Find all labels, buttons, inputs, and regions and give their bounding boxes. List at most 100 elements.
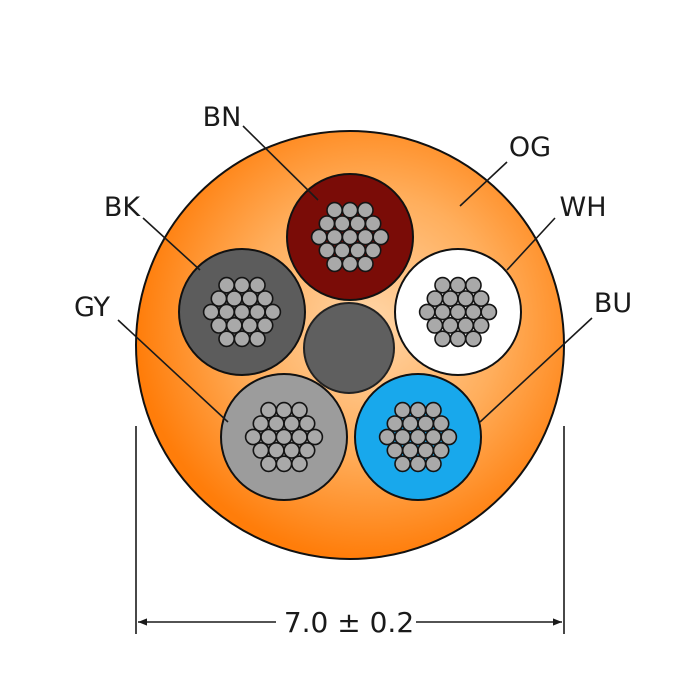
conductor-strand (252, 441, 270, 459)
conductor-strand (409, 455, 427, 473)
leader-line-bn (242, 125, 319, 201)
conductor-strand (394, 428, 411, 446)
leader-line-bk (142, 217, 201, 271)
conductor-strand (290, 455, 308, 473)
conductor-strand (364, 215, 382, 232)
conductor-strand (248, 330, 266, 348)
conductor-strand (441, 316, 459, 334)
conductor-strand (283, 415, 301, 432)
conductor-strand (417, 441, 435, 459)
conductor-strand (356, 255, 374, 273)
conductor-strand (441, 290, 459, 307)
conductor-strand (440, 428, 458, 446)
conductor-strand (449, 303, 467, 321)
label-bn: BN (203, 102, 242, 133)
conductor-strand (333, 215, 351, 232)
conductor-strand (260, 428, 277, 446)
conductor-strand (260, 455, 277, 473)
conductor-strand (449, 276, 467, 294)
conductor-strand (356, 228, 374, 246)
conductor-strand (290, 428, 308, 446)
conductor-strand (401, 441, 419, 459)
conductor-strand (326, 255, 343, 273)
conductor-strand (401, 415, 419, 432)
conductor-strand (298, 441, 316, 459)
conductor-strand (233, 330, 251, 348)
conductor-strand (310, 228, 328, 246)
label-og: OG (509, 132, 551, 163)
conductor-strand (225, 290, 243, 307)
conductor-strand (210, 316, 228, 334)
conductor-strand (457, 290, 475, 307)
conductor-strand (306, 428, 324, 446)
conductor-strand (356, 201, 374, 219)
conductor-strand (290, 401, 308, 419)
conductor-strand (267, 441, 285, 459)
conductor-strand (326, 228, 343, 246)
conductor-strand (364, 241, 382, 259)
conductor-strand (248, 276, 266, 294)
conductor-strand (349, 241, 367, 259)
conductor-strand (426, 316, 444, 334)
leader-line-og (459, 161, 508, 207)
conductor-strand (210, 290, 228, 307)
leader-line-bu (479, 317, 593, 423)
core-black (178, 248, 306, 376)
conductor-strand (424, 428, 442, 446)
conductor-strand (267, 415, 285, 432)
conductor-strand (409, 428, 427, 446)
conductor-strand (386, 441, 404, 459)
conductor-strand (275, 455, 293, 473)
conductor-strand (318, 215, 336, 232)
conductor-strand (449, 330, 467, 348)
conductor-strand (409, 401, 427, 419)
leader-line-gy (117, 319, 229, 423)
conductor-strand (472, 316, 490, 334)
conductor-strand (275, 428, 293, 446)
conductor-strand (418, 303, 436, 321)
conductor-strand (341, 228, 359, 246)
conductor-strand (386, 415, 404, 432)
conductor-strand (394, 455, 411, 473)
conductor-strand (341, 201, 359, 219)
conductor-strand (434, 330, 451, 348)
conductor-strand (372, 228, 390, 246)
label-gy: GY (74, 292, 111, 323)
conductor-strand (248, 303, 266, 321)
conductor-strand (256, 290, 274, 307)
conductor-strand (394, 401, 411, 419)
conductor-strand (464, 330, 482, 348)
core-white (394, 248, 522, 376)
conductor-strand (432, 415, 450, 432)
label-bk: BK (104, 192, 142, 223)
conductor-strand (424, 401, 442, 419)
core-brown (286, 173, 414, 301)
conductor-strand (480, 303, 498, 321)
conductor-strand (218, 276, 235, 294)
conductor-strand (256, 316, 274, 334)
conductor-strand (333, 241, 351, 259)
conductor-strand (260, 401, 277, 419)
conductor-strand (275, 401, 293, 419)
conductor-strand (341, 255, 359, 273)
conductor-strand (432, 441, 450, 459)
conductor-strand (218, 303, 235, 321)
conductor-strand (417, 415, 435, 432)
conductor-strand (264, 303, 282, 321)
conductor-strand (241, 290, 259, 307)
label-bu: BU (594, 288, 632, 319)
conductor-strand (202, 303, 220, 321)
conductor-strand (283, 441, 301, 459)
conductor-strand (457, 316, 475, 334)
dimension-label: 7.0 ± 0.2 (284, 606, 414, 639)
conductor-strand (233, 303, 251, 321)
conductor-strand (472, 290, 490, 307)
conductor-strand (349, 215, 367, 232)
conductor-strand (426, 290, 444, 307)
conductor-strand (326, 201, 343, 219)
core-grey (220, 373, 348, 501)
conductor-strand (434, 303, 451, 321)
conductor-strand (244, 428, 262, 446)
conductor-strand (378, 428, 396, 446)
